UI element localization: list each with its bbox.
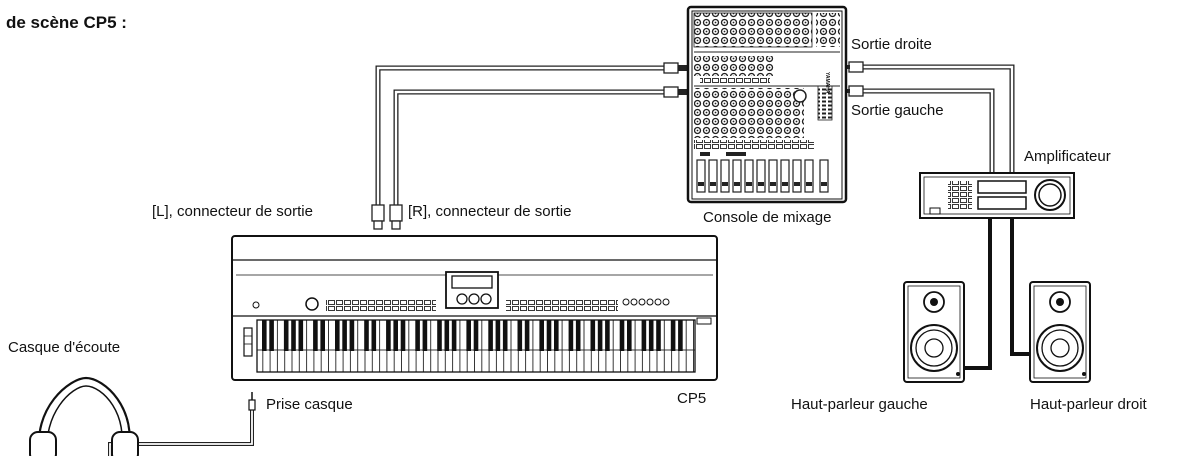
- black-key: [488, 320, 493, 351]
- cable-right-out-to-amp: [852, 64, 1015, 173]
- black-key: [619, 320, 625, 351]
- black-key: [364, 320, 369, 351]
- label-connecteur-r: [R], connecteur de sortie: [408, 203, 572, 220]
- black-key: [546, 320, 552, 351]
- label-connecteur-l: [L], connecteur de sortie: [152, 203, 313, 220]
- headphone-jack-plug: [248, 392, 256, 411]
- mixing-console-icon: YAMAHA: [686, 5, 848, 204]
- black-key: [670, 320, 676, 351]
- black-key: [575, 320, 581, 351]
- black-key: [386, 320, 391, 351]
- black-key: [269, 320, 274, 351]
- diagram-title: de scène CP5 :: [6, 13, 127, 32]
- black-key: [590, 320, 596, 351]
- cable-r-to-mixer: [393, 89, 676, 210]
- cable-headphones: [108, 410, 254, 456]
- black-key: [291, 320, 296, 351]
- label-sortie-droite: Sortie droite: [851, 36, 932, 53]
- speaker-right-icon: [1029, 281, 1091, 383]
- black-key: [400, 320, 406, 351]
- cable-amp-to-speakers: [964, 218, 1030, 370]
- label-casque-ecoute: Casque d'écoute: [8, 339, 121, 356]
- mixer-brand: YAMAHA: [824, 72, 830, 94]
- black-key: [466, 320, 471, 351]
- label-cp5: CP5: [677, 390, 707, 407]
- black-key: [648, 320, 654, 351]
- black-key: [627, 320, 632, 351]
- black-keys: [262, 320, 683, 351]
- label-sortie-gauche: Sortie gauche: [851, 102, 944, 119]
- black-key: [313, 320, 318, 351]
- black-key: [437, 320, 442, 351]
- xlr-plug-r: [663, 86, 688, 98]
- label-haut-parleur-droit: Haut-parleur droit: [1030, 396, 1147, 413]
- black-key: [342, 320, 347, 351]
- xlr-plug-l: [663, 62, 688, 74]
- black-key: [473, 320, 479, 351]
- black-key: [568, 320, 574, 351]
- black-key: [656, 320, 661, 351]
- label-haut-parleur-gauche: Haut-parleur gauche: [791, 396, 928, 413]
- black-key: [422, 320, 428, 351]
- headphones-icon: [29, 376, 139, 456]
- cable-l-to-mixer: [375, 65, 676, 210]
- black-key: [502, 320, 508, 351]
- black-key: [451, 320, 457, 351]
- black-key: [495, 320, 501, 351]
- black-key: [393, 320, 398, 351]
- black-key: [517, 320, 523, 351]
- black-key: [444, 320, 450, 351]
- black-key: [605, 320, 610, 351]
- black-key: [262, 320, 267, 351]
- black-key: [524, 320, 530, 351]
- black-key: [335, 320, 340, 351]
- amplifier-icon: [919, 172, 1075, 219]
- stage-piano-icon: [231, 235, 718, 381]
- cable-left-out-to-amp: [852, 88, 995, 173]
- output-plug-l: [371, 204, 385, 230]
- label-amplificateur: Amplificateur: [1024, 148, 1111, 165]
- black-key: [320, 320, 325, 351]
- black-key: [415, 320, 420, 351]
- output-plug-r: [389, 204, 403, 230]
- black-key: [371, 320, 377, 351]
- black-key: [539, 320, 544, 351]
- black-key: [298, 320, 304, 351]
- black-key: [678, 320, 683, 351]
- label-prise-casque: Prise casque: [266, 396, 353, 413]
- black-key: [641, 320, 647, 351]
- black-key: [283, 320, 289, 351]
- black-key: [597, 320, 603, 351]
- speaker-left-icon: [903, 281, 965, 383]
- label-console-de-mixage: Console de mixage: [703, 209, 832, 226]
- black-key: [554, 320, 559, 351]
- black-key: [349, 320, 355, 351]
